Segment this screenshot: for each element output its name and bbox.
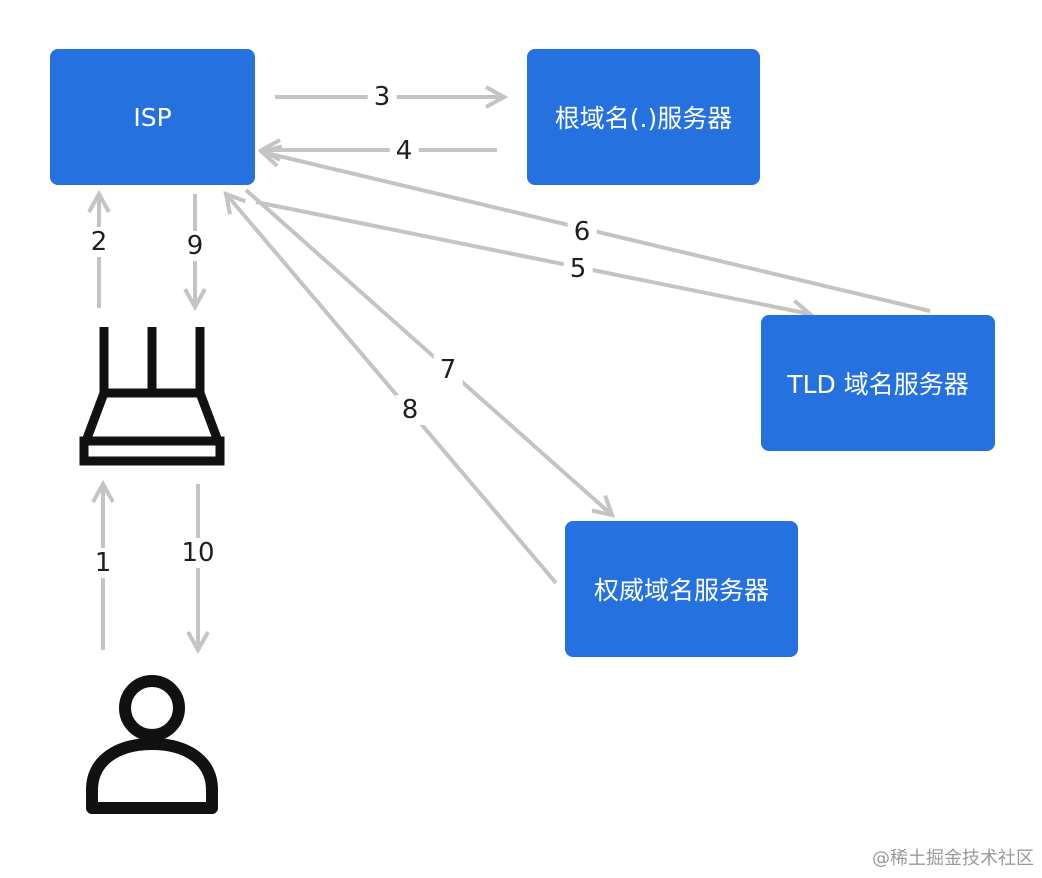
tld-dns-server-node: TLD 域名服务器 [761, 315, 995, 451]
step-label-3: 3 [367, 82, 397, 112]
step-label-6: 6 [567, 217, 597, 247]
step-label-7: 7 [433, 355, 463, 385]
step-label-4: 4 [389, 136, 419, 166]
arrow-step-8 [226, 194, 558, 585]
root-dns-server-node: 根域名(.)服务器 [527, 49, 760, 185]
step-label-1: 1 [88, 548, 118, 578]
watermark: @稀土掘金技术社区 [872, 848, 1034, 869]
router-icon [79, 327, 225, 466]
step-label-9: 9 [180, 231, 210, 261]
user-icon [86, 675, 218, 814]
step-label-10: 10 [175, 538, 221, 568]
arrow-step-5 [255, 200, 810, 314]
step-label-2: 2 [84, 227, 114, 257]
step-label-5: 5 [563, 254, 593, 284]
arrow-step-7 [244, 188, 612, 515]
isp-node: ISP [50, 49, 255, 185]
step-label-8: 8 [395, 395, 425, 425]
authoritative-dns-server-node: 权威域名服务器 [565, 521, 798, 657]
